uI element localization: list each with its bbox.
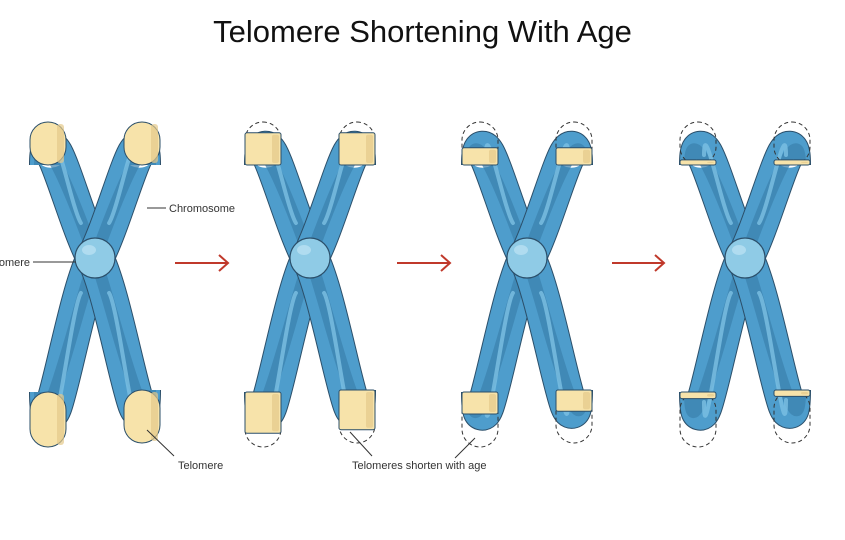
telomere-label: Telomere [146,429,223,472]
diagram-title: Telomere Shortening With Age [213,14,632,49]
chromosome-arm-bottom-right [727,249,811,444]
centromere [289,237,331,279]
chromosome-arm-bottom-right [77,249,161,444]
centromere [74,237,116,279]
chromosome-3 [461,121,593,448]
centromere [506,237,548,279]
chromosome-4 [679,121,811,448]
chromosome-arm-bottom-right [509,249,593,444]
arrow-icon [397,254,452,272]
arrow-icon [612,254,666,272]
chromosome-arm-top-right [727,121,811,267]
chromosome-arm-bottom-left [244,249,328,448]
chromosome-arm-top-right [292,121,376,267]
centromere-label: Centromere [0,257,76,269]
telomere [773,159,811,166]
svg-text:Centromere: Centromere [0,257,30,269]
svg-text:Chromosome: Chromosome [169,203,235,215]
chromosome-arm-bottom-left [461,249,545,448]
telomeres-shorten-label: Telomeres shorten with age [349,431,487,472]
chromosome-arm-bottom-left [679,249,763,448]
centromere [724,237,766,279]
chromosome-arm-bottom-left [29,249,113,448]
chromosome-arm-top-right [509,121,593,267]
chromosome-label: Chromosome [147,203,235,215]
chromosome-2 [244,121,376,448]
chromosome-1 [29,121,161,448]
arrow-icon [175,254,230,272]
telomere [773,389,811,397]
chromosome-arm-top-right [77,121,161,267]
telomere [679,391,717,400]
svg-text:Telomere: Telomere [178,460,223,472]
svg-text:Telomeres shorten with age: Telomeres shorten with age [352,460,487,472]
telomere [679,159,717,166]
chromosome-arm-bottom-right [292,249,376,444]
